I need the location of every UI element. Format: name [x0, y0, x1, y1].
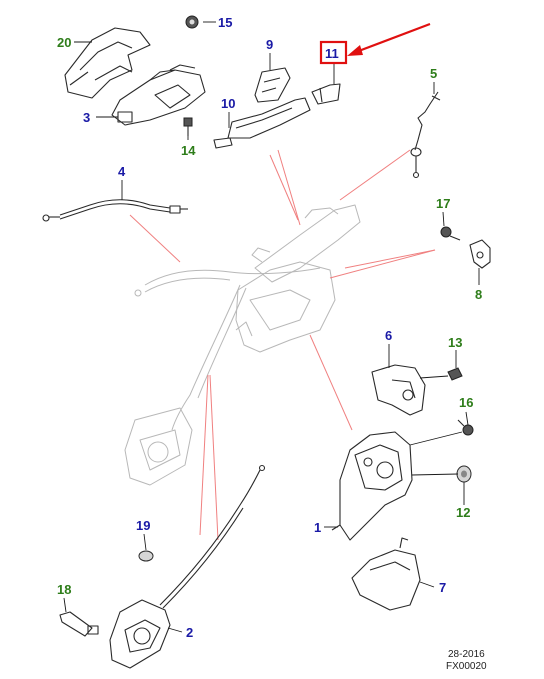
- highlight-callout: [319, 22, 431, 65]
- part-15-grommet: [185, 15, 199, 29]
- label-1: 1: [314, 520, 321, 535]
- label-16: 16: [459, 395, 473, 410]
- label-14: 14: [181, 143, 196, 158]
- part-7-latch-cover: [351, 537, 421, 611]
- part-6-cover-plate: [371, 364, 426, 416]
- label-12: 12: [456, 505, 470, 520]
- footer-codes: 28-2016 FX00020: [446, 649, 487, 672]
- leader-lines: [63, 21, 480, 633]
- label-5: 5: [430, 66, 437, 81]
- label-15: 15: [218, 15, 232, 30]
- part-8-striker: [469, 239, 491, 269]
- part-9-cover: [254, 67, 291, 103]
- part-12-bushing: [456, 465, 472, 483]
- label-17: 17: [436, 196, 450, 211]
- label-20: 20: [57, 35, 71, 50]
- label-19: 19: [136, 518, 150, 533]
- footer-code-1: 28-2016: [448, 649, 485, 660]
- label-13: 13: [448, 335, 462, 350]
- label-11: 11: [325, 46, 339, 61]
- part-4-cable: [42, 199, 188, 222]
- footer-code-2: FX00020: [446, 661, 487, 672]
- label-2: 2: [186, 625, 193, 640]
- label-18: 18: [57, 582, 71, 597]
- part-2-actuator: [109, 464, 266, 669]
- part-20-handle-housing: [64, 27, 151, 99]
- part-18-connector: [59, 611, 99, 637]
- highlight-box: [319, 40, 348, 65]
- ghost-assembly: [124, 204, 361, 486]
- part-10-outer-handle: [213, 97, 311, 149]
- label-9: 9: [266, 37, 273, 52]
- arrow-head-icon: [347, 45, 363, 56]
- label-10: 10: [221, 96, 235, 111]
- part-5-rod: [410, 91, 441, 179]
- part-13-plug: [447, 367, 463, 381]
- label-7: 7: [439, 580, 446, 595]
- part-19-bushing: [138, 550, 154, 562]
- part-11-cap: [311, 83, 341, 105]
- label-6: 6: [385, 328, 392, 343]
- part-1-door-latch: [331, 431, 413, 541]
- label-8: 8: [475, 287, 482, 302]
- highlight-arrow: [355, 22, 431, 54]
- part-labels: 20 15 9 11 5 3 10 14 4 17 8 6 13 16 12 1…: [57, 15, 482, 640]
- part-17-bolt: [440, 226, 461, 241]
- callout-lines: [129, 149, 436, 541]
- label-4: 4: [118, 164, 126, 179]
- label-3: 3: [83, 110, 90, 125]
- part-3-handle-bracket: [111, 64, 206, 126]
- part-14-screw: [183, 117, 193, 136]
